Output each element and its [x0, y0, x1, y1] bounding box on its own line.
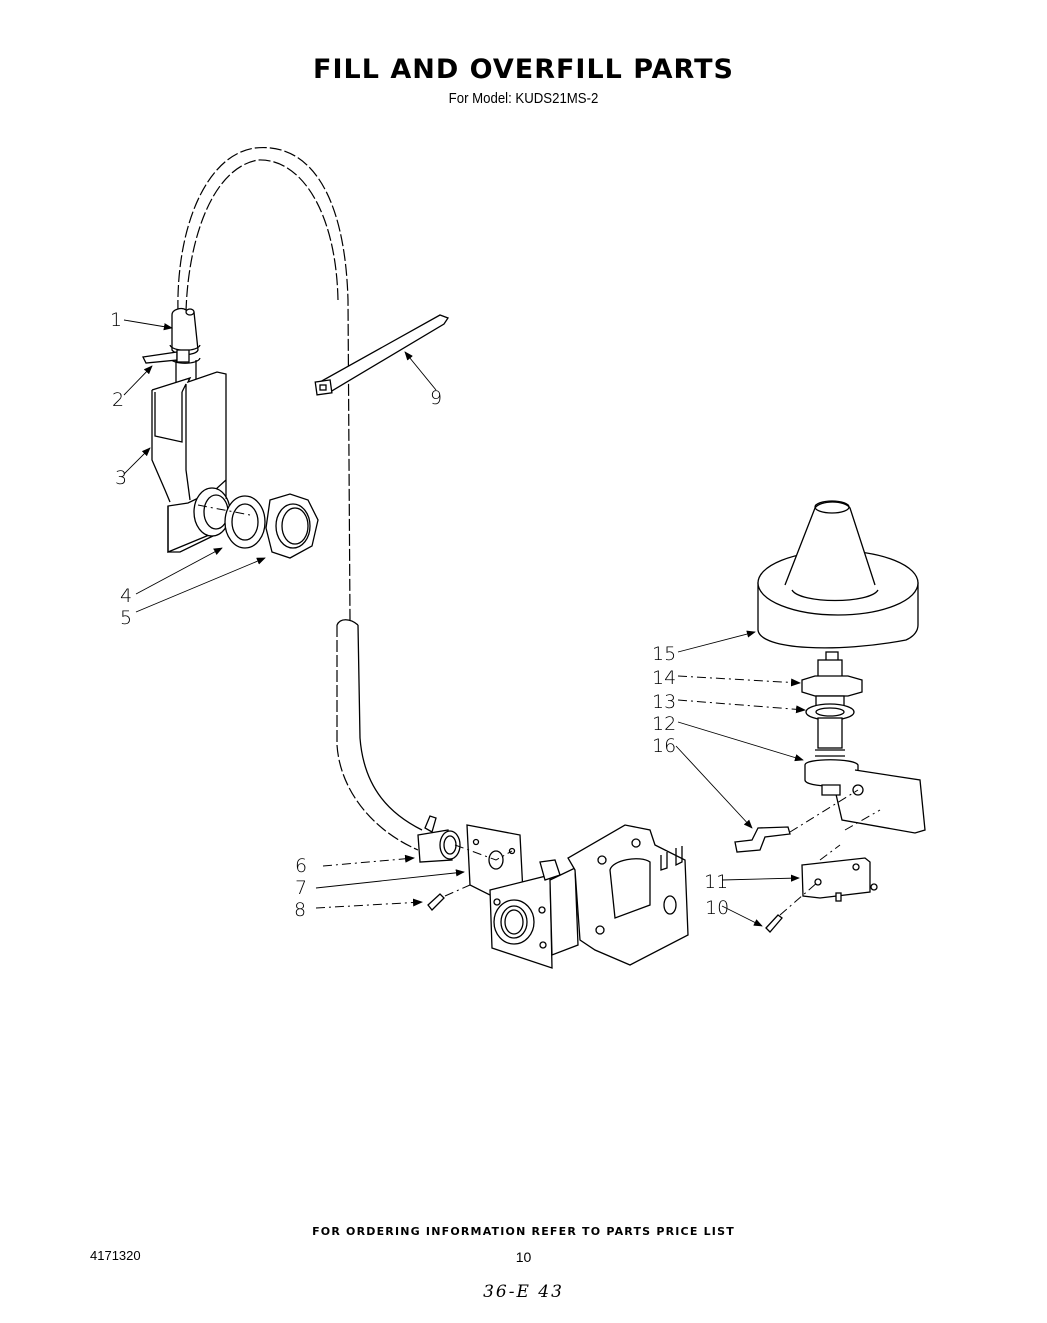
- callout-7: 7: [295, 877, 307, 899]
- part-9-cable-tie: [314, 314, 449, 396]
- callout-14: 14: [652, 667, 676, 689]
- page-title: FILL AND OVERFILL PARTS: [313, 54, 734, 85]
- callout-6: 6: [295, 855, 307, 877]
- callout-3: 3: [115, 467, 127, 489]
- alignment-lines: [197, 376, 881, 916]
- callout-12: 12: [652, 713, 676, 735]
- callout-8: 8: [294, 899, 306, 921]
- model-subtitle: For Model: KUDS21MS-2: [448, 90, 599, 107]
- callout-labels: 1 2 3 4 5 6 7 8 9 10 11 12 13 14 15 16: [110, 309, 729, 921]
- part-16-actuator-lever: [734, 826, 791, 853]
- document-number: 4171320: [90, 1248, 141, 1263]
- callout-2: 2: [112, 389, 124, 411]
- page-number: 10: [515, 1249, 532, 1265]
- inlet-hose: [336, 619, 423, 851]
- part-6-hose-clamp: [417, 815, 461, 863]
- ordering-note: FOR ORDERING INFORMATION REFER TO PARTS …: [312, 1225, 735, 1238]
- callout-4: 4: [120, 585, 132, 607]
- part-8-screw: [427, 893, 445, 911]
- part-10-screw: [765, 914, 783, 933]
- part-15-float: [757, 500, 919, 649]
- callout-15: 15: [652, 643, 676, 665]
- callout-9: 9: [430, 387, 442, 409]
- float-stem-assembly: [801, 651, 926, 834]
- water-valve-assembly: [489, 824, 689, 969]
- callout-11: 11: [704, 871, 728, 893]
- part-2-tie-clamp: [142, 349, 190, 364]
- part-1-nozzle: [169, 308, 201, 385]
- leader-lines: [123, 319, 806, 927]
- callout-13: 13: [652, 691, 676, 713]
- callout-5: 5: [120, 607, 132, 629]
- part-4-washer: [193, 487, 266, 549]
- fill-hose-loop: [177, 146, 351, 621]
- callout-10: 10: [705, 897, 729, 919]
- part-5-hex-nut: [265, 493, 319, 559]
- part-11-overfill-switch: [801, 857, 878, 902]
- callout-16: 16: [652, 735, 676, 757]
- callout-1: 1: [110, 309, 122, 331]
- handwritten-note: 36-E 43: [483, 1282, 564, 1302]
